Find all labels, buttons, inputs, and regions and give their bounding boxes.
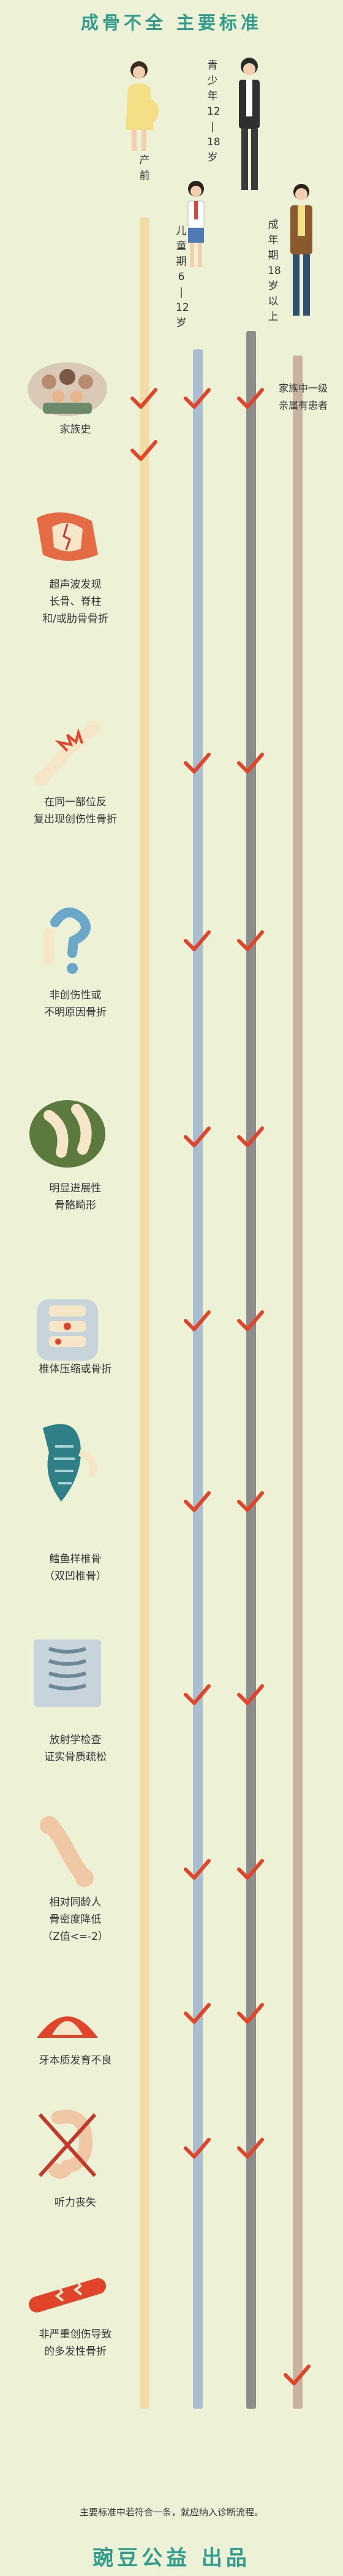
bone-density-icon	[40, 1816, 94, 1887]
check-mark	[237, 930, 264, 951]
check-mark	[237, 1127, 264, 1147]
childhood-column-bar	[193, 349, 203, 2409]
criterion-label-family: 家族史	[59, 424, 91, 436]
adult-family-note: 家族中一级亲属有患者	[279, 382, 328, 411]
check-mark	[184, 1310, 211, 1331]
multiple-fracture-icon	[29, 2278, 106, 2312]
criterion-label-deformity: 明显进展性骨骼畸形	[49, 1182, 102, 1212]
check-mark	[184, 1859, 211, 1880]
check-mark	[184, 1127, 211, 1147]
pregnant-woman-icon	[126, 61, 159, 151]
check-mark	[237, 2003, 264, 2024]
criterion-label-nontraumatic: 非创伤性或不明原因骨折	[44, 989, 107, 1019]
check-mark	[130, 388, 157, 409]
criterion-label-codfish: 鳕鱼样椎骨（双凹椎骨）	[44, 1553, 107, 1582]
question-bone-icon	[43, 907, 91, 974]
check-mark	[284, 2365, 311, 2385]
check-mark	[237, 753, 264, 773]
child-icon	[187, 181, 205, 267]
check-mark	[184, 930, 211, 951]
adolescent-column-bar	[246, 331, 256, 2409]
check-mark	[237, 1310, 264, 1331]
criterion-label-repeated-fracture: 在同一部位反复出现创伤性骨折	[34, 796, 117, 826]
criterion-label-ultrasound: 超声波发现长骨、脊柱和/或肋骨骨折	[42, 579, 108, 625]
teen-icon	[239, 58, 260, 190]
criterion-label-multiple-fracture: 非严重创伤导致的多发性骨折	[39, 2328, 112, 2358]
adult-column-bar	[293, 355, 303, 2409]
prenatal-label: 产前	[139, 154, 150, 182]
check-mark	[184, 1684, 211, 1705]
criterion-label-bone-density: 相对同龄人骨密度降低（Z值<=-2）	[42, 1896, 109, 1943]
brand-footer: 豌豆公益 出品	[92, 2546, 251, 2570]
ultrasound-bone-icon	[37, 512, 98, 561]
criterion-label-xray: 放射学检查证实骨质疏松	[44, 1734, 107, 1763]
tooth-icon	[37, 2016, 98, 2038]
check-mark	[237, 388, 264, 409]
vertebra-icon	[37, 1299, 98, 1361]
check-mark	[237, 1491, 264, 1512]
check-mark	[237, 1859, 264, 1880]
fish-vertebra-icon	[43, 1424, 97, 1502]
check-mark	[237, 2138, 264, 2159]
criterion-label-hearing: 听力丧失	[55, 2197, 96, 2209]
deformed-limb-icon	[29, 1100, 105, 1168]
hearing-loss-icon	[38, 2110, 97, 2179]
footer-note: 主要标准中若符合一条，就应纳入诊断流程。	[79, 2507, 263, 2518]
check-mark	[184, 1491, 211, 1512]
check-mark	[237, 1684, 264, 1705]
broken-bone-icon	[34, 721, 100, 786]
family-icon	[28, 362, 107, 416]
xray-icon	[34, 1639, 101, 1707]
check-mark	[184, 2003, 211, 2024]
check-mark	[184, 388, 211, 409]
criterion-label-vertebra: 椎体压缩或骨折	[39, 1363, 112, 1375]
check-mark	[184, 2138, 211, 2159]
check-mark	[130, 440, 157, 461]
prenatal-column-bar	[140, 218, 149, 2409]
adult-icon	[290, 184, 312, 316]
criterion-label-tooth: 牙本质发育不良	[39, 2054, 112, 2067]
check-mark	[184, 753, 211, 773]
page-title: 成骨不全 主要标准	[80, 12, 263, 33]
